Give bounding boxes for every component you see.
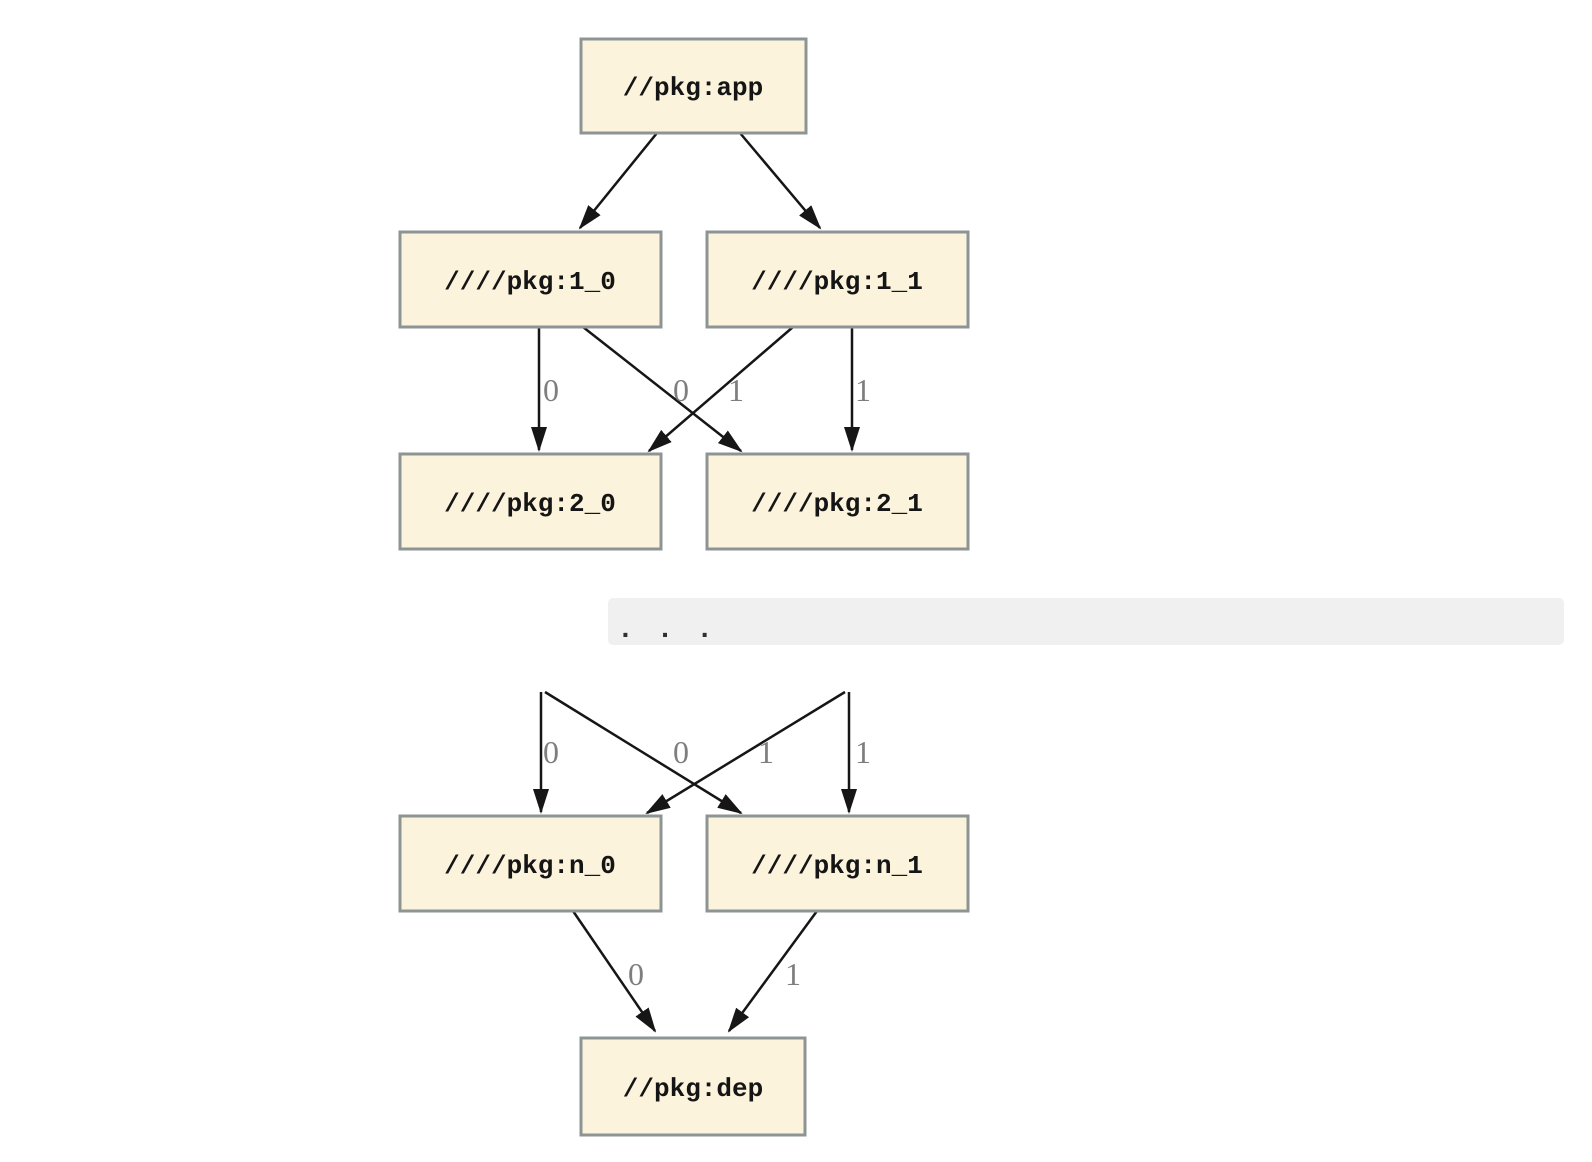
node-box [705,814,970,913]
edge-app-to-1_0 [578,132,658,230]
node-box [398,814,663,913]
nodes: //pkg:app ////pkg:1_0 ////pkg:1_1 ////pk… [398,37,970,1137]
edge-n_0-to-dep [571,910,657,1033]
node-box [398,230,663,329]
edge-label-n_1-dep: 1 [785,956,801,992]
edge-label-n_0-dep: 0 [628,956,644,992]
edge-label-ellipsis-n_0-vertical: 0 [543,734,559,770]
node-box [705,452,970,551]
node-pkg-1_1: ////pkg:1_1 [705,230,970,329]
edge-1_1-to-2_0 [647,326,794,453]
node-pkg-2_1: ////pkg:2_1 [705,452,970,551]
node-label: ////pkg:2_1 [751,489,923,519]
edge-labels: 0 0 1 1 0 0 1 1 0 1 [543,372,871,992]
edge-label-ellipsis-n_1-vertical: 1 [855,734,871,770]
ellipsis-dots: . . . [617,615,716,646]
ellipsis-band [608,598,1564,645]
node-box [579,37,808,135]
edge-label-1_1-2_1: 1 [855,372,871,408]
node-pkg-n_1: ////pkg:n_1 [705,814,970,913]
edge-label-ellipsis-n_0-cross: 0 [673,734,689,770]
edge-label-1_0-2_1: 1 [728,372,744,408]
node-label: ////pkg:2_0 [444,489,616,519]
node-pkg-n_0: ////pkg:n_0 [398,814,663,913]
edge-ellipsis-to-n_0-cross [645,690,846,815]
edge-1_0-to-2_1 [582,326,743,453]
node-label: //pkg:app [623,73,763,103]
edge-ellipsis-to-n_1-cross [544,690,743,815]
node-label: ////pkg:n_0 [444,851,616,881]
edge-label-1_1-2_0: 0 [673,372,689,408]
edge-label-ellipsis-n_1-cross: 1 [758,734,774,770]
node-label: ////pkg:1_0 [444,267,616,297]
node-label: ////pkg:n_1 [751,851,923,881]
node-pkg-dep: //pkg:dep [579,1036,807,1137]
node-label: //pkg:dep [623,1074,763,1104]
node-pkg-1_0: ////pkg:1_0 [398,230,663,329]
node-pkg-2_0: ////pkg:2_0 [398,452,663,551]
node-box [398,452,663,551]
node-box [579,1036,807,1137]
ellipsis-band-group: . . . [608,598,1564,646]
edge-app-to-1_1 [739,132,822,230]
edge-n_1-to-dep [727,910,819,1033]
node-box [705,230,970,329]
edges [531,132,860,1033]
edge-label-1_0-2_0: 0 [543,372,559,408]
node-pkg-app: //pkg:app [579,37,808,135]
node-label: ////pkg:1_1 [751,267,923,297]
